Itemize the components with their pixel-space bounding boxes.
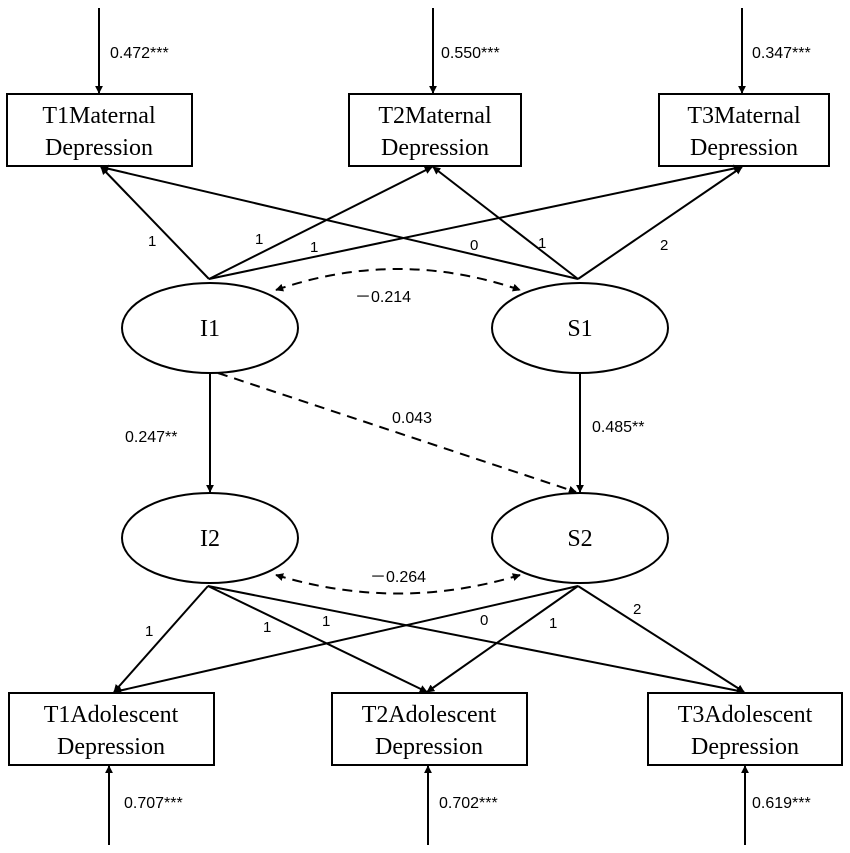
path-label-i1-i2: 0.247** (125, 429, 178, 446)
svg-text:T3Adolescent: T3Adolescent (678, 702, 813, 728)
loading-arrow-i2-t3-adolescent (207, 585, 745, 695)
svg-text:Depression: Depression (375, 734, 483, 760)
box-t2-adolescent-depression: T2Adolescent Depression (331, 692, 528, 766)
svg-text:T1Maternal: T1Maternal (42, 103, 156, 129)
covariance-i2-s2 (275, 573, 521, 595)
svg-text:Depression: Depression (45, 135, 153, 161)
svg-text:T3Maternal: T3Maternal (687, 103, 801, 129)
svg-text:T2Adolescent: T2Adolescent (362, 702, 497, 728)
svg-text:I1: I1 (200, 316, 220, 342)
svg-text:Depression: Depression (381, 135, 489, 161)
loading-label-s1-t2: 1 (538, 235, 546, 252)
residual-label-t2-maternal: 0.550*** (441, 45, 500, 62)
svg-text:S2: S2 (567, 526, 592, 552)
covariance-i1-s1 (275, 268, 521, 292)
box-t3-maternal-depression: T3Maternal Depression (658, 93, 830, 167)
svg-text:I2: I2 (200, 526, 220, 552)
loading-arrow-i1-t1-maternal (100, 166, 210, 280)
loading-arrow-s1-t3-maternal (577, 166, 743, 280)
loading-arrow-s1-t1-maternal (100, 164, 579, 280)
loading-label-i1-t1: 1 (148, 233, 156, 250)
residual-label-t3-adolescent: 0.619*** (752, 795, 811, 812)
loading-arrow-i1-t3-maternal (208, 164, 742, 280)
loading-label-i1-t2: 1 (255, 231, 263, 248)
loading-label-s2-t2: 1 (549, 615, 557, 632)
box-t3-adolescent-depression: T3Adolescent Depression (647, 692, 843, 766)
loading-arrow-i2-t2-adolescent (207, 585, 428, 693)
covariance-label-i1-s1: －0.214 (355, 289, 411, 306)
box-t2-maternal-depression: T2Maternal Depression (348, 93, 522, 167)
loading-label-s1-t1: 0 (470, 237, 478, 254)
covariance-label-i2-s2: －0.264 (370, 569, 426, 586)
latent-i2: I2 (121, 492, 299, 584)
loading-arrow-s1-t2-maternal (432, 166, 579, 280)
svg-text:Depression: Depression (690, 135, 798, 161)
residual-label-t3-maternal: 0.347*** (752, 45, 811, 62)
latent-s1: S1 (491, 282, 669, 374)
residual-label-t2-adolescent: 0.702*** (439, 795, 498, 812)
svg-text:T2Maternal: T2Maternal (378, 103, 492, 129)
svg-text:S1: S1 (567, 316, 592, 342)
loading-label-i1-t3: 1 (310, 239, 318, 256)
svg-text:T1Adolescent: T1Adolescent (44, 702, 179, 728)
residual-label-t1-adolescent: 0.707*** (124, 795, 183, 812)
loading-arrow-s2-t3-adolescent (577, 585, 745, 693)
latent-i1: I1 (121, 282, 299, 374)
loading-arrow-s2-t1-adolescent (113, 585, 579, 695)
loading-label-s1-t3: 2 (660, 237, 668, 254)
loading-label-i2-t1: 1 (145, 623, 153, 640)
box-t1-maternal-depression: T1Maternal Depression (6, 93, 193, 167)
loading-arrow-s2-t2-adolescent (426, 585, 579, 693)
path-label-i1-s2: 0.043 (392, 410, 432, 427)
loading-label-s2-t1: 0 (480, 612, 488, 629)
loading-label-i2-t2: 1 (263, 619, 271, 636)
latent-s2: S2 (491, 492, 669, 584)
svg-text:Depression: Depression (57, 734, 165, 760)
loading-label-i2-t3: 1 (322, 613, 330, 630)
residual-label-t1-maternal: 0.472*** (110, 45, 169, 62)
svg-text:Depression: Depression (691, 734, 799, 760)
loading-arrow-i1-t2-maternal (208, 166, 433, 280)
loading-label-s2-t3: 2 (633, 601, 641, 618)
loading-arrow-i2-t1-adolescent (113, 585, 209, 693)
path-label-s1-s2: 0.485** (592, 419, 645, 436)
path-arrow-i1-s2 (217, 372, 577, 494)
box-t1-adolescent-depression: T1Adolescent Depression (8, 692, 215, 766)
